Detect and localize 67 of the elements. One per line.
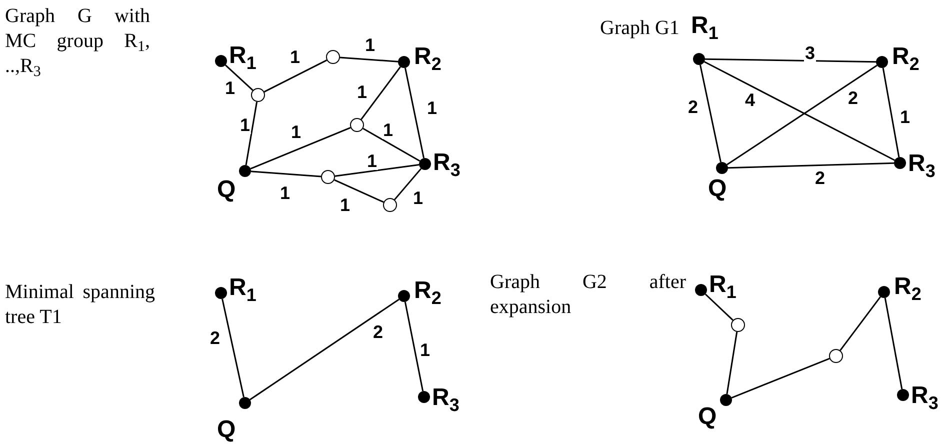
vertex-label: R$_{1}$ [691, 13, 718, 39]
edge-weight: 2 [209, 329, 221, 347]
edge-line [245, 102, 258, 166]
edge-weight: 1 [426, 99, 438, 117]
edge-line [704, 61, 896, 161]
edge-weight: 4 [744, 91, 756, 109]
edge-line [700, 64, 722, 162]
edge-line [840, 296, 881, 351]
edge-line [726, 332, 738, 394]
edge-weight: 1 [412, 189, 424, 207]
vertex-label: R$_{1}$ [229, 275, 256, 301]
edge-line [728, 162, 894, 169]
vertex-label: Q [698, 404, 717, 430]
vertex-label: R$_{2}$ [414, 278, 442, 304]
vertex-label: R$_{3}$ [911, 383, 938, 409]
edge-line [404, 68, 425, 158]
edge-weight: 1 [239, 116, 251, 134]
edge-line [360, 66, 402, 120]
edge-line [404, 302, 424, 392]
edge-weight: 1 [290, 123, 302, 141]
edge-weight: 2 [372, 323, 384, 341]
edge-weight: 1 [364, 36, 376, 54]
vertex-label: R$_{2}$ [892, 44, 920, 70]
edge-weight: 2 [814, 169, 826, 187]
edge-weight: 1 [289, 48, 301, 66]
edge-weight: 1 [279, 184, 291, 202]
edge-weight: 1 [366, 152, 378, 170]
edge-weight: 3 [804, 44, 816, 62]
edge-line [882, 68, 900, 158]
vertex-label: Q [708, 176, 727, 202]
edge-weight: 1 [382, 121, 394, 139]
vertex-label: R$_{2}$ [894, 274, 922, 300]
edge-line [394, 168, 422, 200]
vertex-label: R$_{1}$ [709, 272, 736, 298]
edge-weight: 1 [899, 108, 911, 126]
edge-weight: 1 [224, 79, 236, 97]
edge-line [334, 164, 420, 177]
caption-text: Graph G2 after expansion [490, 270, 686, 320]
edge-weight: 2 [847, 89, 859, 107]
edge-line [250, 170, 322, 178]
vertex-label: R$_{3}$ [432, 385, 460, 411]
edge-line [731, 358, 830, 398]
vertex-label: R$_{3}$ [908, 151, 936, 177]
edge-line [362, 128, 420, 162]
edge-weight: 1 [339, 196, 351, 214]
edge-weight: 2 [687, 98, 699, 116]
caption-text: Graph G1 [600, 16, 680, 41]
edge-weight: 1 [356, 83, 368, 101]
edge-line [264, 60, 328, 92]
vertex-label: R$_{1}$ [229, 43, 256, 69]
edge-line [884, 298, 903, 390]
edge-line [704, 294, 734, 321]
vertex-label: Q [217, 417, 236, 443]
edge-line [704, 58, 876, 63]
edge-line [222, 298, 244, 398]
vertex-label: R$_{3}$ [433, 150, 460, 176]
edge-line [726, 64, 878, 166]
edge-line [340, 56, 398, 62]
caption-text: Graph G with MC group R$_{1}$, ..,R$_{3}$ [5, 4, 150, 79]
edge-line [224, 64, 254, 91]
edge-weight: 1 [419, 341, 431, 359]
edge-line [250, 126, 351, 170]
vertex-label: Q [217, 177, 236, 203]
edge-line [250, 298, 400, 400]
caption-text: Minimal spanning tree T1 [5, 280, 155, 330]
edge-line [334, 179, 384, 203]
vertex-label: R$_{2}$ [414, 44, 442, 70]
